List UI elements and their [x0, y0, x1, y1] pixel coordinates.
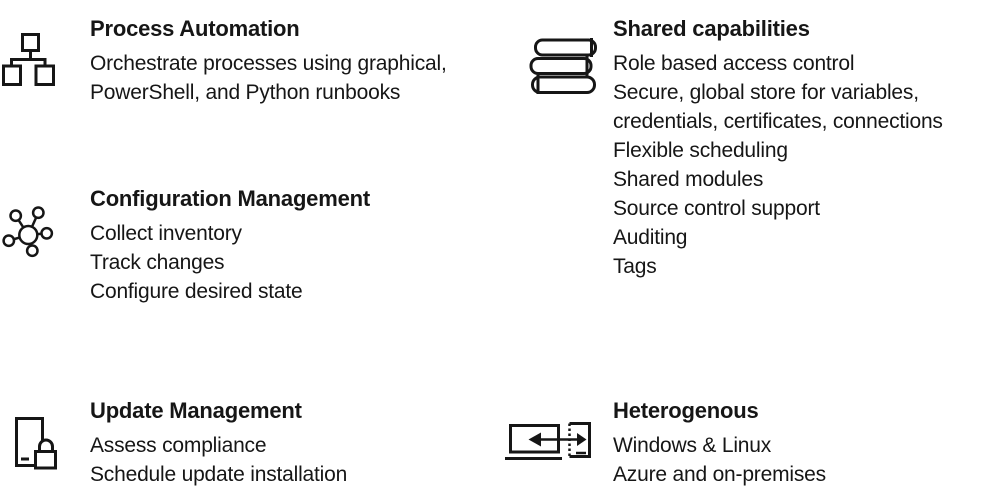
device-lock-icon	[13, 415, 59, 471]
section-title: Shared capabilities	[613, 16, 810, 41]
section-update-management: Update Management Assess compliance Sche…	[90, 396, 347, 489]
section-heterogenous: Heterogenous Windows & Linux Azure and o…	[613, 396, 826, 489]
section-title: Configuration Management	[90, 186, 370, 211]
section-line: Schedule update installation	[90, 463, 348, 486]
section-line: Auditing	[613, 226, 688, 249]
section-line: Flexible scheduling	[613, 139, 788, 162]
section-title: Process Automation	[90, 16, 300, 41]
devices-sync-icon	[503, 418, 595, 464]
org-chart-icon	[2, 32, 56, 88]
section-line: Track changes	[90, 251, 225, 274]
section-line: Windows & Linux	[613, 434, 772, 457]
section-line: Assess compliance	[90, 434, 267, 457]
section-line: Orchestrate processes using graphical,	[90, 52, 447, 75]
section-process-automation: Process Automation Orchestrate processes…	[90, 14, 447, 107]
section-line: credentials, certificates, connections	[613, 110, 943, 133]
section-line: Source control support	[613, 197, 820, 220]
section-line: Role based access control	[613, 52, 855, 75]
section-line: Collect inventory	[90, 222, 242, 245]
section-line: Tags	[613, 255, 657, 278]
books-stack-icon	[528, 36, 598, 94]
section-title: Heterogenous	[613, 398, 759, 423]
molecule-icon	[2, 206, 54, 258]
section-shared-capabilities: Shared capabilities Role based access co…	[613, 14, 943, 281]
section-line: Secure, global store for variables,	[613, 81, 919, 104]
section-configuration-management: Configuration Management Collect invento…	[90, 184, 370, 306]
section-title: Update Management	[90, 398, 302, 423]
section-line: Azure and on-premises	[613, 463, 826, 486]
section-line: PowerShell, and Python runbooks	[90, 81, 401, 104]
section-line: Shared modules	[613, 168, 764, 191]
section-line: Configure desired state	[90, 280, 303, 303]
